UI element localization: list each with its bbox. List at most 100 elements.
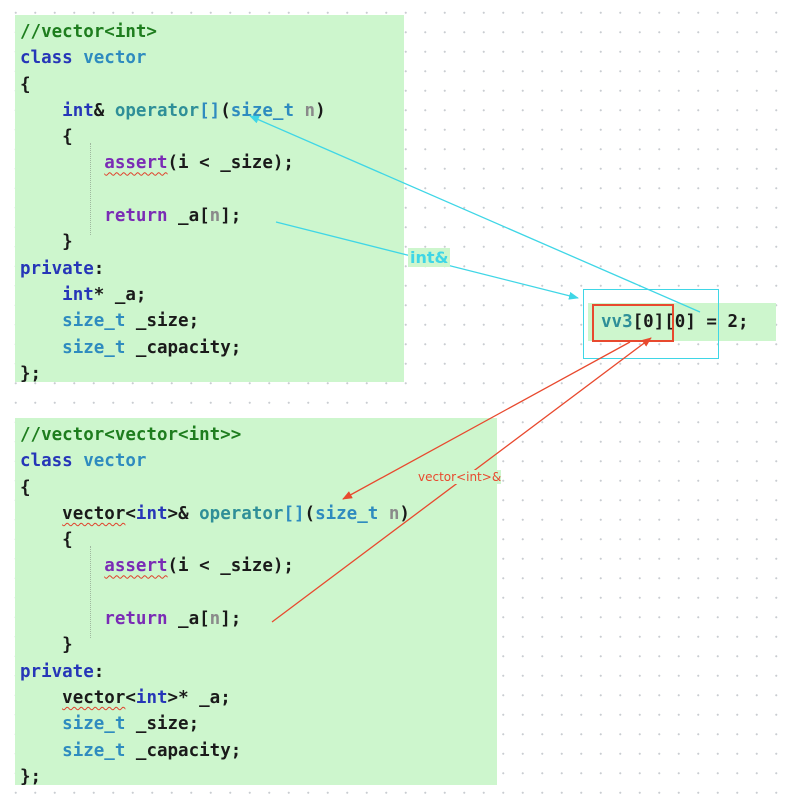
code-token: return	[104, 609, 168, 630]
expression-block	[588, 303, 776, 341]
code-token: class	[20, 48, 73, 69]
red-highlight-box	[592, 304, 674, 342]
code-token: _a[	[167, 609, 210, 630]
code-token: ];	[220, 609, 242, 630]
code-token: {	[20, 477, 31, 498]
code-token: <	[125, 503, 136, 524]
indent-guide	[90, 546, 91, 638]
code-token: >* _a;	[167, 687, 231, 708]
code-token: vector	[83, 48, 147, 69]
code-token: private	[20, 661, 94, 682]
code-token: }	[20, 232, 73, 253]
code-token: size_t	[62, 740, 126, 761]
code-token: int	[135, 687, 168, 708]
code-token: size_t	[62, 311, 126, 332]
code-line: private:	[20, 659, 410, 685]
code-token: _capacity;	[125, 740, 242, 761]
bracket: ]	[685, 312, 696, 332]
code-line: size_t _capacity;	[20, 335, 326, 361]
code-token: n	[304, 100, 316, 121]
code-token: assert	[104, 556, 168, 577]
code-token: size_t	[62, 337, 126, 358]
code-line: //vector<int>	[20, 19, 326, 45]
code-token: int	[135, 503, 168, 524]
code-token: ];	[220, 206, 242, 227]
code-line: {	[20, 475, 410, 501]
code-line: assert(i < _size);	[20, 553, 410, 579]
assignment-tail: = 2;	[695, 312, 749, 332]
code-token: (	[220, 100, 231, 121]
code-line: class vector	[20, 448, 410, 474]
code-line: };	[20, 361, 326, 387]
code-line: class vector	[20, 45, 326, 71]
code-token: {	[20, 530, 73, 551]
code-token: {	[20, 74, 31, 95]
bracket: [	[632, 312, 644, 332]
cyan-arrow-to-operator	[249, 115, 701, 313]
code-token: return	[104, 206, 168, 227]
red-arrow-to-operator	[342, 341, 631, 500]
code-token: []	[199, 100, 221, 121]
code-token: int	[62, 284, 94, 305]
code-line: }	[20, 229, 326, 255]
code-line: {	[20, 527, 410, 553]
vector-ref-label: vector<int>&	[418, 470, 502, 484]
code-token: &	[93, 100, 115, 121]
bracket: [	[664, 312, 675, 332]
code-token: :	[93, 661, 105, 682]
code-token: <	[125, 687, 136, 708]
code-line: {	[20, 72, 326, 98]
code-line: vector<int>& operator[](size_t n)	[20, 501, 410, 527]
code-token: (i < _size);	[167, 556, 294, 577]
code-token: )	[315, 100, 326, 121]
code-token: class	[20, 451, 73, 472]
subscript-expression: vv3[0][0] = 2;	[601, 309, 749, 335]
code-token: vector	[62, 503, 126, 524]
code-token: []	[283, 503, 305, 524]
code-token: operator	[114, 100, 200, 121]
second-index: 0	[674, 312, 686, 332]
code-token: //vector<vector<int>>	[20, 425, 242, 445]
code-block-vector-vector-int: //vector<vector<int>> class vector { vecto…	[15, 418, 497, 787]
code-token: _a[	[167, 206, 210, 227]
code-line: {	[20, 124, 326, 150]
expression-variable: vv3	[601, 312, 633, 332]
code-listing-vector-vector-int: //vector<vector<int>> class vector { vecto…	[20, 422, 410, 790]
code-token: //vector<int>	[20, 22, 157, 42]
code-token: };	[20, 766, 42, 787]
code-token: _size;	[125, 311, 200, 332]
code-token: (i < _size);	[167, 153, 294, 174]
code-line: }	[20, 632, 410, 658]
code-token: :	[93, 258, 105, 279]
code-token: vector	[62, 687, 126, 708]
code-line: int& operator[](size_t n)	[20, 98, 326, 124]
code-line: private:	[20, 256, 326, 282]
code-token: size_t	[315, 503, 379, 524]
code-token: n	[388, 503, 400, 524]
code-token: };	[20, 363, 42, 384]
code-line: vector<int>* _a;	[20, 685, 410, 711]
code-token: size_t	[62, 714, 126, 735]
code-token: assert	[104, 153, 168, 174]
cyan-highlight-box	[583, 289, 719, 359]
code-block-vector-int: //vector<int>class vector{ int& operator…	[15, 15, 404, 384]
code-line: return _a[n];	[20, 203, 326, 229]
code-token: {	[20, 127, 73, 148]
code-token: vector	[83, 451, 147, 472]
int-ref-label: int&	[408, 248, 451, 267]
code-line: int* _a;	[20, 282, 326, 308]
code-token: n	[209, 206, 221, 227]
code-token: }	[20, 635, 73, 656]
code-token: size_t	[230, 100, 294, 121]
code-token: int	[62, 100, 94, 121]
code-token: * _a;	[93, 284, 147, 305]
code-token: >&	[167, 503, 200, 524]
code-token: _size;	[125, 714, 200, 735]
code-token: )	[399, 503, 410, 524]
code-token: n	[209, 609, 221, 630]
indent-guide	[90, 143, 91, 235]
code-line: size_t _capacity;	[20, 738, 410, 764]
bracket: ]	[653, 312, 665, 332]
code-token: (	[304, 503, 316, 524]
